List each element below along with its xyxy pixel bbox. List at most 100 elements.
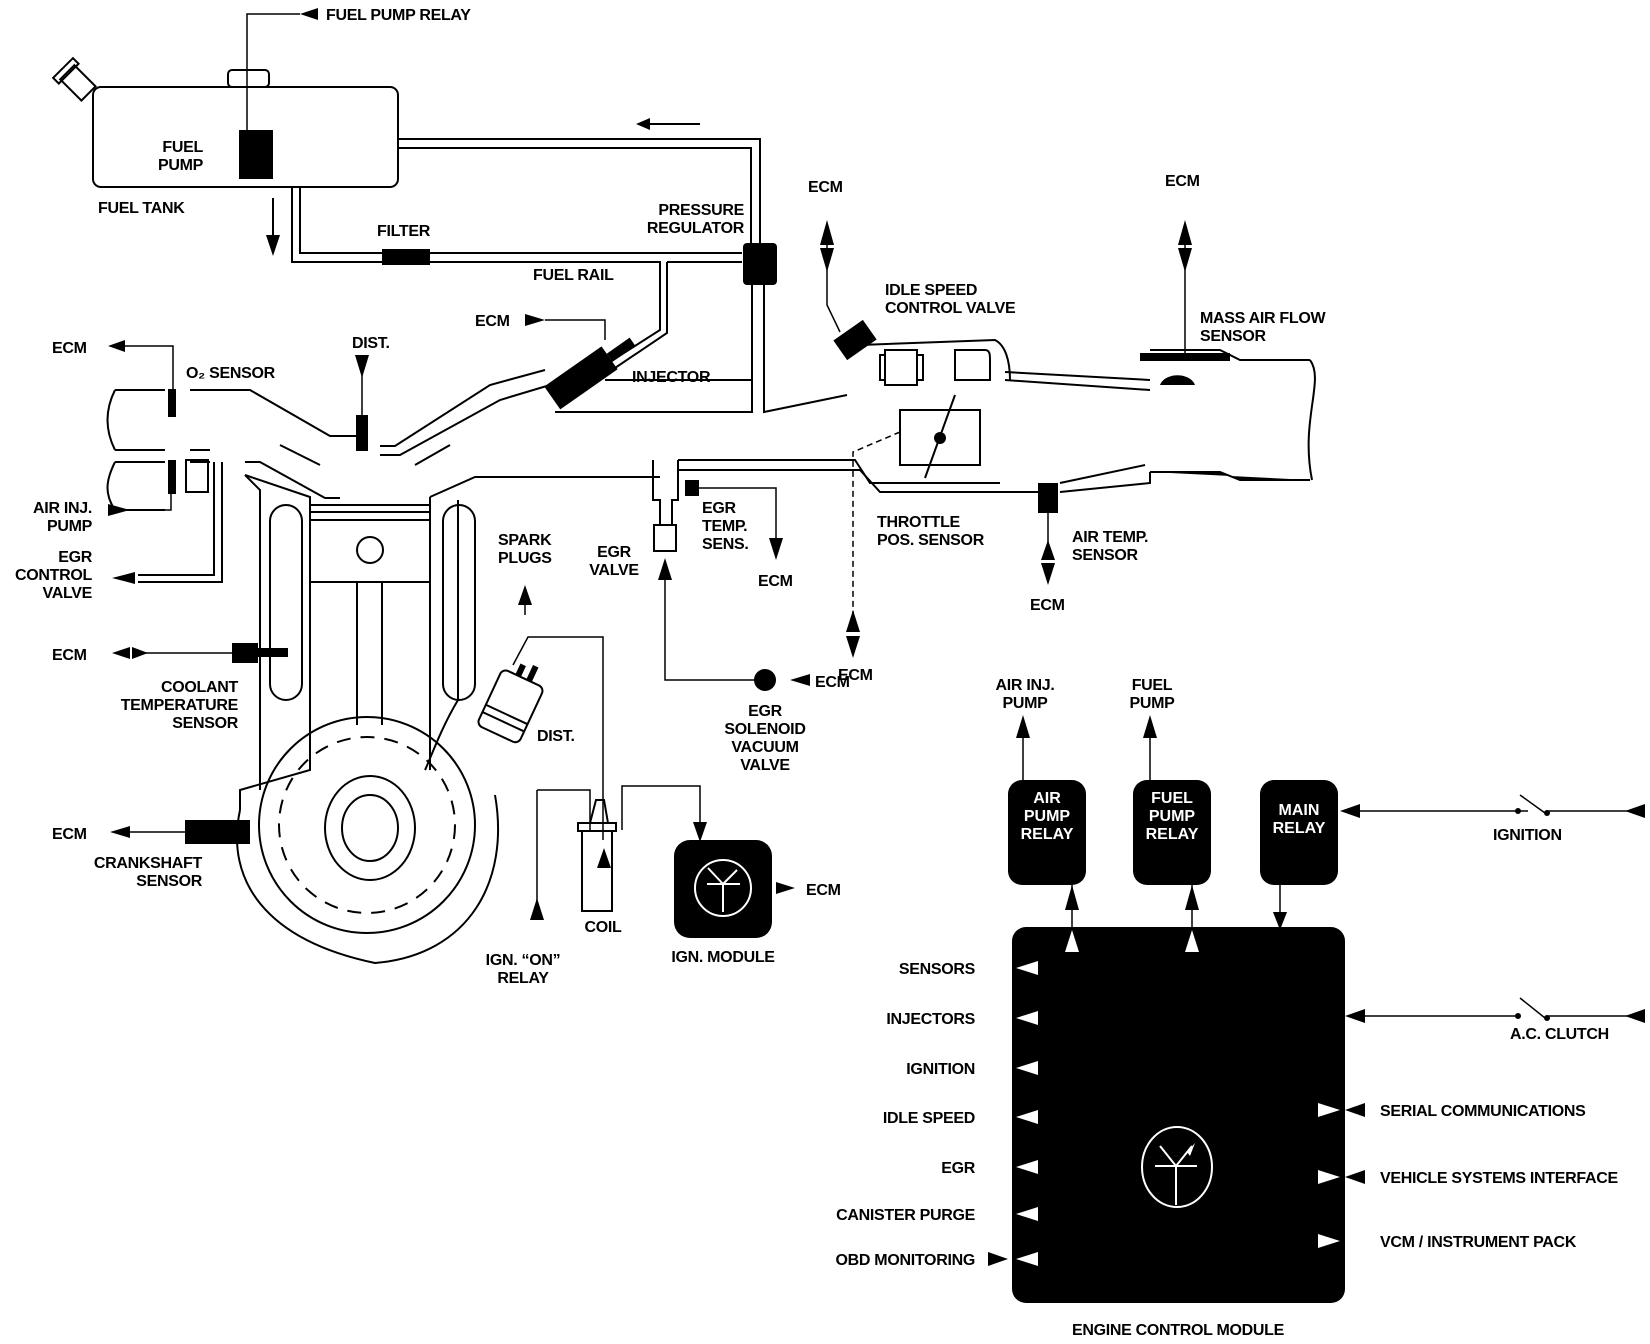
air-inj-pump-label: AIR INJ. bbox=[33, 500, 92, 517]
ecm-interface-label: SERIAL COMMUNICATIONS bbox=[1380, 1103, 1586, 1120]
bidirectional-arrow-icon bbox=[1041, 540, 1055, 585]
bidirectional-arrow-icon bbox=[112, 647, 148, 659]
ign-on-relay-label: RELAY bbox=[497, 970, 549, 987]
idle-speed-label: CONTROL VALVE bbox=[885, 300, 1016, 317]
bidirectional-arrow-icon bbox=[1178, 220, 1192, 272]
coolant-sensor-icon bbox=[232, 643, 258, 663]
coolant-sensor-label: COOLANT bbox=[161, 679, 239, 696]
fuel-pump-relay-label: FUEL PUMP RELAY bbox=[326, 7, 471, 24]
ecm-output-arrow-icon bbox=[1016, 1110, 1038, 1124]
coil-label: COIL bbox=[584, 919, 622, 936]
ecm-label: ECM bbox=[808, 179, 843, 196]
crankshaft-sensor-label: CRANKSHAFT bbox=[94, 855, 203, 872]
dist-label: DIST. bbox=[352, 335, 390, 352]
piston-pin-icon bbox=[356, 536, 384, 564]
ecm-label: ECM bbox=[838, 667, 873, 684]
maf-sensor-icon bbox=[1140, 353, 1230, 361]
main-relay-label: MAIN bbox=[1279, 802, 1320, 819]
ecm-label: ECM bbox=[1030, 597, 1065, 614]
ecm-interface-arrow-icon bbox=[1318, 1234, 1340, 1248]
main-relay-label: RELAY bbox=[1273, 820, 1326, 837]
ecm-output-label: IDLE SPEED bbox=[883, 1110, 975, 1127]
ecm-label: ECM bbox=[758, 573, 793, 590]
maf-label: MASS AIR FLOW bbox=[1200, 310, 1326, 327]
air-pump-relay-label: AIR bbox=[1033, 790, 1061, 807]
filter-label: FILTER bbox=[377, 223, 431, 240]
fuel-pump-relay-label: RELAY bbox=[1146, 826, 1199, 843]
spark-plugs-label: PLUGS bbox=[498, 550, 552, 567]
ecm-label: ECM bbox=[806, 882, 841, 899]
fuel-pump-relay-box bbox=[1133, 780, 1211, 885]
fuel-pump-label: PUMP bbox=[158, 157, 204, 174]
injector-icon bbox=[544, 337, 636, 410]
fuel-rail-label: FUEL RAIL bbox=[533, 267, 614, 284]
distributor-icon bbox=[477, 663, 544, 744]
ecm-output-arrow-icon bbox=[1016, 961, 1038, 975]
bidirectional-arrow-icon bbox=[820, 220, 834, 272]
egr-control-valve-label: CONTROL bbox=[15, 567, 93, 584]
crankshaft-wheel-icon bbox=[258, 716, 476, 934]
engine-control-module-box bbox=[1012, 927, 1345, 1303]
ecm-title: ENGINE CONTROL MODULE bbox=[1072, 1322, 1285, 1339]
egr-valve-label: EGR bbox=[597, 544, 632, 561]
egr-temp-label: SENS. bbox=[702, 536, 749, 553]
spark-plugs-label: SPARK bbox=[498, 532, 552, 549]
fuel-tank-label: FUEL TANK bbox=[98, 200, 185, 217]
ecm-output-label: OBD MONITORING bbox=[835, 1252, 975, 1269]
egr-valve-label: VALVE bbox=[589, 562, 639, 579]
throttle-body-icon bbox=[899, 409, 981, 466]
ecm-transistor-icon bbox=[1141, 1126, 1213, 1208]
maf-label: SENSOR bbox=[1200, 328, 1267, 345]
ecm-interface-in-arrow-icon bbox=[1345, 1170, 1365, 1184]
ecm-output-label: SENSORS bbox=[899, 961, 976, 978]
egr-solenoid-label: EGR bbox=[748, 703, 783, 720]
pressure-regulator-label: REGULATOR bbox=[647, 220, 745, 237]
ecm-output-arrow-icon bbox=[1016, 1252, 1038, 1266]
air-inj-pump-label: AIR INJ. bbox=[996, 677, 1055, 694]
fuel-pump-label: PUMP bbox=[1129, 695, 1175, 712]
ecm-output-arrow-icon bbox=[1016, 1160, 1038, 1174]
egr-solenoid-label: SOLENOID bbox=[724, 721, 805, 738]
ecm-interface-arrow-icon bbox=[1318, 1170, 1340, 1184]
throttle-pos-label: THROTTLE bbox=[877, 514, 961, 531]
ecm-output-label: EGR bbox=[941, 1160, 976, 1177]
ecm-interface-label: VEHICLE SYSTEMS INTERFACE bbox=[1380, 1170, 1618, 1187]
air-temp-sensor-icon bbox=[1038, 483, 1058, 513]
ign-on-relay-label: IGN. “ON” bbox=[486, 952, 561, 969]
air-pump-relay-label: PUMP bbox=[1024, 808, 1071, 825]
bidirectional-arrow-icon bbox=[846, 610, 860, 658]
ecm-output-label: INJECTORS bbox=[886, 1011, 975, 1028]
fuel-tank bbox=[51, 8, 399, 188]
ac-clutch-switch-icon bbox=[1519, 997, 1546, 1019]
o2-sensor-label: O₂ SENSOR bbox=[186, 365, 276, 382]
egr-temp-label: TEMP. bbox=[702, 518, 747, 535]
egr-solenoid-icon bbox=[754, 669, 776, 691]
air-temp-label: SENSOR bbox=[1072, 547, 1139, 564]
ecm-output-label: CANISTER PURGE bbox=[836, 1207, 976, 1224]
ecm-label: ECM bbox=[1165, 173, 1200, 190]
fuel-pump-relay-label: PUMP bbox=[1149, 808, 1196, 825]
pressure-regulator-icon bbox=[743, 243, 777, 285]
dist-label: DIST. bbox=[537, 728, 575, 745]
ecm-output-arrow-icon bbox=[1016, 1207, 1038, 1221]
fuel-pump-relay-label: FUEL bbox=[1151, 790, 1193, 807]
coolant-sensor-label: SENSOR bbox=[172, 715, 239, 732]
coil-icon bbox=[581, 830, 613, 912]
egr-control-valve-label: EGR bbox=[58, 549, 93, 566]
egr-solenoid-label: VALVE bbox=[740, 757, 790, 774]
air-inj-pump-label: PUMP bbox=[47, 518, 93, 535]
spark-plug-icon bbox=[356, 415, 368, 451]
ecm-label: ECM bbox=[52, 647, 87, 664]
crankshaft-sensor-icon bbox=[185, 820, 250, 844]
egr-solenoid-label: VACUUM bbox=[731, 739, 798, 756]
idle-speed-valve-icon bbox=[833, 319, 877, 361]
egr-valve-icon bbox=[653, 524, 677, 552]
ecm-label: ECM bbox=[52, 826, 87, 843]
egr-temp-label: EGR bbox=[702, 500, 737, 517]
ecm-interface-arrow-icon bbox=[1318, 1103, 1340, 1117]
main-relay-box bbox=[1260, 780, 1338, 885]
ecm-label: ECM bbox=[52, 340, 87, 357]
ecm-label: ECM bbox=[475, 313, 510, 330]
